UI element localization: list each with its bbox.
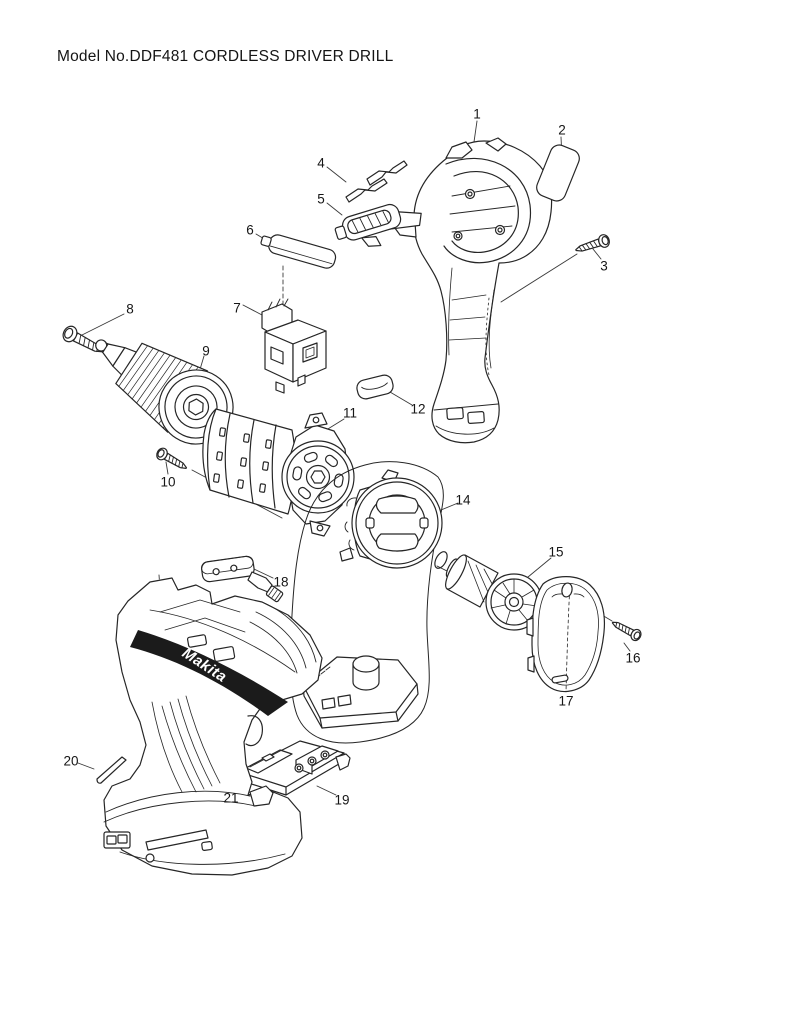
page-title: Model No.DDF481 CORDLESS DRIVER DRILL bbox=[57, 48, 394, 65]
callout-3: 3 bbox=[600, 258, 608, 274]
callout-2: 2 bbox=[558, 122, 566, 138]
part-6-plate bbox=[259, 231, 337, 270]
part-18-hook bbox=[201, 555, 284, 602]
callout-11: 11 bbox=[342, 405, 358, 421]
callout-14: 14 bbox=[455, 492, 471, 508]
part-4-leaf-springs bbox=[346, 161, 407, 202]
callout-18: 18 bbox=[273, 574, 289, 590]
part-7-switch bbox=[262, 299, 326, 393]
callout-10: 10 bbox=[160, 474, 176, 490]
callout-21: 21 bbox=[223, 790, 239, 806]
part-21-housing-with-battery: Makita bbox=[104, 578, 322, 875]
callout-6: 6 bbox=[246, 222, 254, 238]
callout-4: 4 bbox=[317, 155, 325, 171]
part-10-screw bbox=[154, 445, 190, 474]
callout-17: 17 bbox=[558, 693, 574, 709]
callout-7: 7 bbox=[233, 300, 241, 316]
callout-15: 15 bbox=[548, 544, 564, 560]
part-1-motor-housing-right bbox=[392, 138, 552, 443]
callout-1: 1 bbox=[473, 106, 481, 122]
callout-19: 19 bbox=[334, 792, 350, 808]
callout-8: 8 bbox=[126, 301, 134, 317]
part-5-change-lever bbox=[333, 196, 427, 257]
callout-20: 20 bbox=[63, 753, 79, 769]
part-16-screw bbox=[609, 616, 644, 643]
part-20-label-strip bbox=[97, 757, 126, 783]
stator bbox=[340, 470, 442, 568]
part-11-gear-assembly bbox=[203, 409, 354, 536]
callout-12: 12 bbox=[410, 401, 426, 417]
part-15-armature bbox=[432, 550, 549, 630]
part-2-label bbox=[534, 142, 582, 203]
part-14-stator-assembly bbox=[290, 462, 443, 743]
part-12-cap bbox=[355, 373, 395, 400]
part-17-rear-cover bbox=[527, 577, 604, 692]
part-19-terminal-block bbox=[235, 741, 350, 795]
callout-16: 16 bbox=[625, 650, 641, 666]
part-3-screw bbox=[573, 232, 612, 257]
callout-5: 5 bbox=[317, 191, 325, 207]
callout-9: 9 bbox=[202, 343, 210, 359]
